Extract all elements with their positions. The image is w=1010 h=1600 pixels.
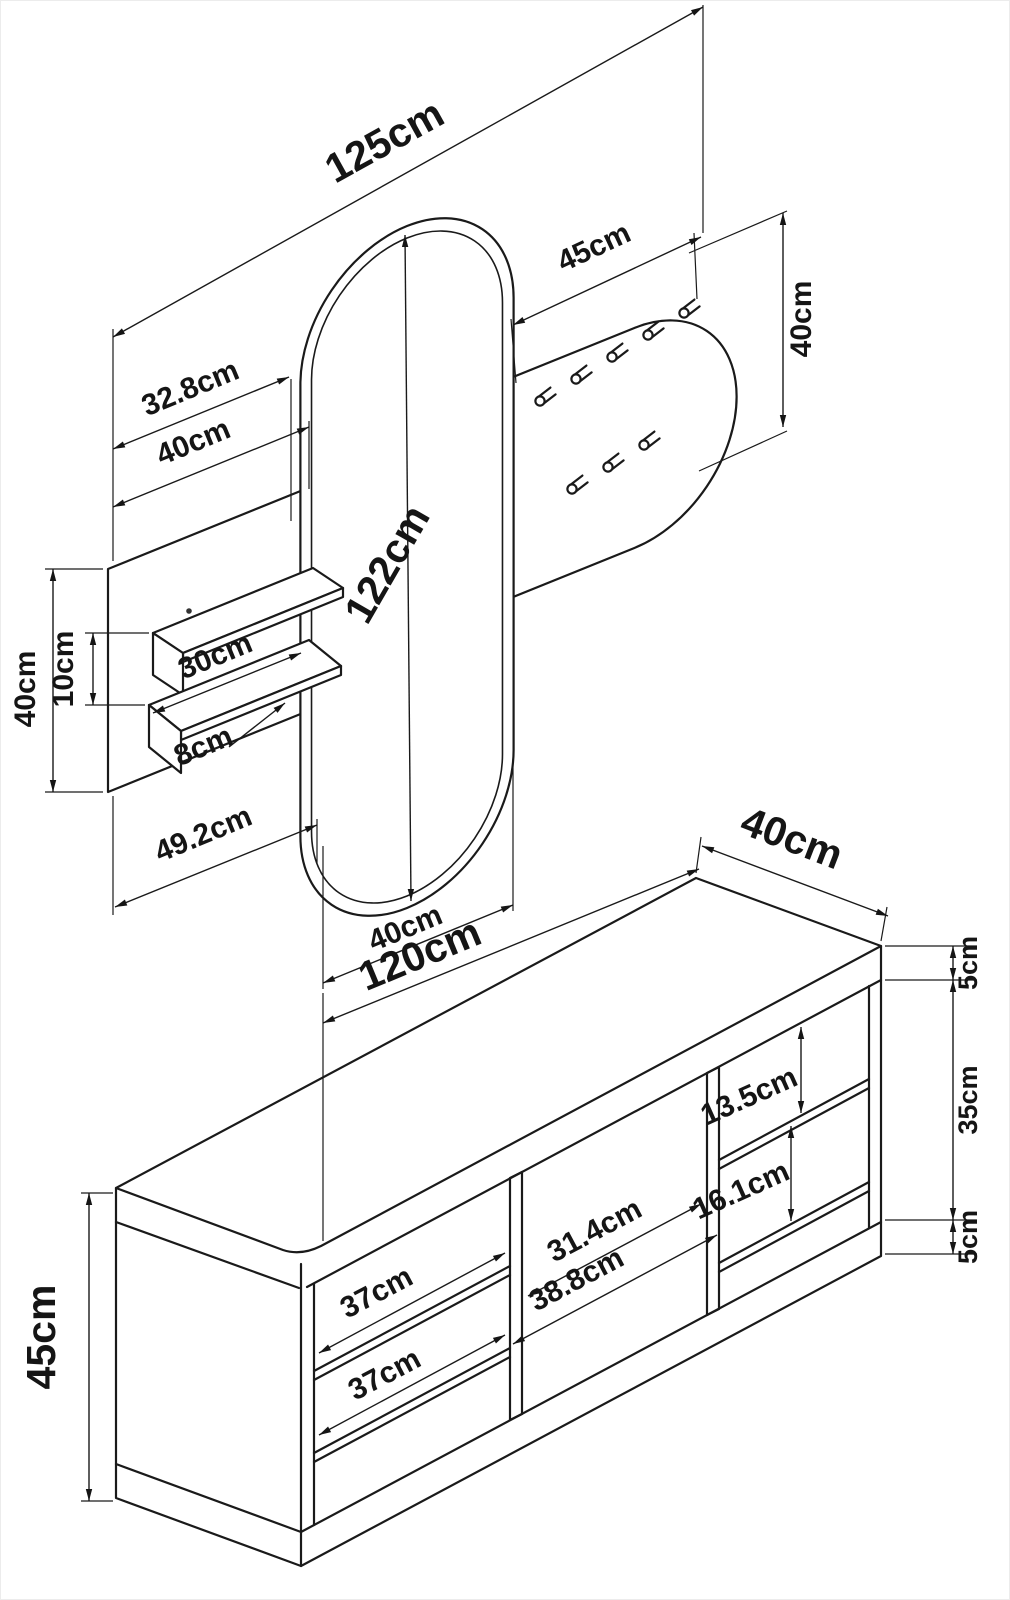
coat-peg-icon [638, 430, 661, 451]
bench-drawing [114, 876, 883, 1568]
dimension-lines [49, 6, 957, 1501]
dim-mirror-height-line [401, 234, 415, 902]
bench-seat-top-edge [114, 944, 883, 1254]
dim-label-bench-depth: 40cm [735, 798, 849, 879]
coat-peg-icon [606, 342, 629, 363]
coat-peg-icon [602, 452, 625, 473]
coat-peg-icon [534, 386, 557, 407]
dim-label-shelf-to-mirror: 32.8cm [137, 354, 244, 423]
dim-label-bench-height: 45cm [18, 1285, 64, 1390]
dim-hook-width-line [512, 236, 702, 326]
dim-label-backboard-height: 40cm [9, 651, 42, 728]
bench-shelf [717, 1180, 871, 1274]
dim-label-backboard-width: 40cm [152, 412, 236, 472]
dim-label-overall-width: 125cm [317, 90, 451, 192]
dim-label-hook-width: 45cm [552, 216, 635, 278]
dim-shelf-depth-leader [228, 702, 286, 748]
dim-bench-width-line [322, 868, 700, 1024]
screw-hole [186, 608, 192, 614]
hook-board [491, 287, 737, 606]
coat-peg-icon [570, 364, 593, 385]
dim-backboard-width-line [112, 426, 310, 508]
dim-label-plinth-height: 5cm [953, 1210, 983, 1264]
dim-middle-outer-width-line [512, 1234, 718, 1345]
dim-label-board-to-mirror: 49.2cm [150, 800, 257, 869]
dim-shelf-length-line [152, 652, 302, 714]
bench-body [114, 876, 883, 1568]
bench-divider [705, 1065, 721, 1317]
coat-peg-icon [566, 474, 589, 495]
dim-overall-width-line [112, 6, 704, 338]
dim-bench-depth-line [701, 845, 889, 917]
dim-label-hook-height: 40cm [785, 281, 818, 358]
coat-peg-icon [678, 298, 701, 319]
dim-board-to-mirror-line [114, 824, 318, 908]
dim-label-body-height: 35cm [953, 1065, 983, 1134]
dim-label-shelf-spacing: 10cm [47, 631, 80, 708]
dim-left-lower-width-line [318, 1334, 506, 1436]
bench-seat-underside-front [305, 978, 883, 1289]
dim-label-seat-thickness: 5cm [953, 936, 983, 990]
bench-seat-underside-left [114, 1220, 301, 1290]
